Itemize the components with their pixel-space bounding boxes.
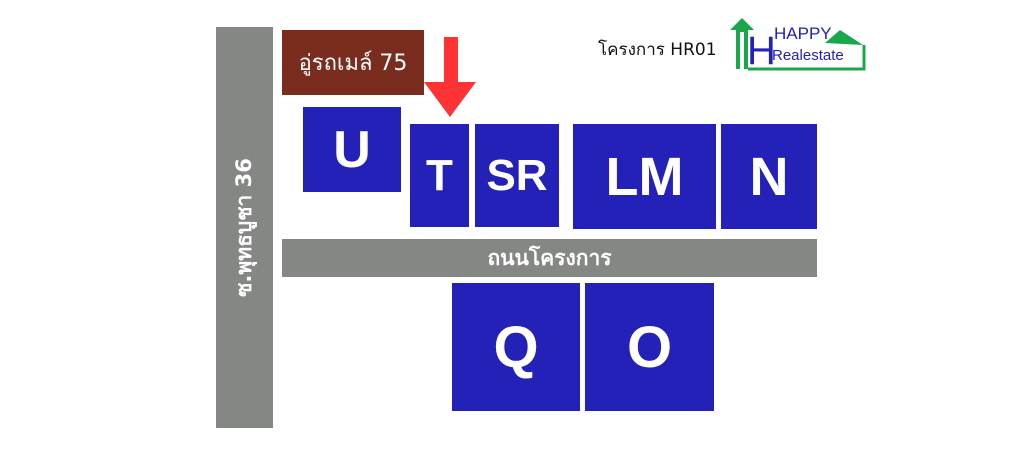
side-street-road: ซ.พุทธบูชา 36 bbox=[216, 27, 273, 428]
landmark-label: อู่รถเมล์ 75 bbox=[298, 51, 408, 76]
lot-label: O bbox=[626, 314, 673, 380]
project-label: โครงการ HR01 bbox=[598, 40, 717, 60]
lot-lm: LM bbox=[573, 124, 716, 229]
lot-label: T bbox=[426, 150, 453, 200]
lot-u: U bbox=[303, 107, 401, 192]
lot-label: N bbox=[749, 146, 789, 207]
side-street-label: ซ.พุทธบูชา 36 bbox=[232, 158, 256, 297]
svg-text:H: H bbox=[747, 29, 776, 71]
lot-label: LM bbox=[605, 146, 684, 207]
lot-label: U bbox=[333, 120, 371, 179]
lot-label: Q bbox=[493, 314, 539, 380]
lot-n: N bbox=[721, 124, 817, 229]
lot-q: Q bbox=[452, 283, 580, 411]
lot-t: T bbox=[410, 124, 469, 227]
happy-realestate-logo: H HAPPY Realestate bbox=[730, 18, 866, 71]
logo-line2: Realestate bbox=[772, 47, 844, 64]
bus-depot-landmark: อู่รถเมล์ 75 bbox=[282, 30, 424, 95]
lot-label: SR bbox=[486, 150, 548, 200]
arrow-down-icon bbox=[424, 37, 476, 117]
lot-sr: SR bbox=[475, 124, 559, 227]
lot-o: O bbox=[585, 283, 714, 411]
project-road-label: ถนนโครงการ bbox=[487, 245, 612, 270]
project-road: ถนนโครงการ bbox=[282, 239, 817, 277]
logo-line1: HAPPY bbox=[774, 24, 832, 43]
